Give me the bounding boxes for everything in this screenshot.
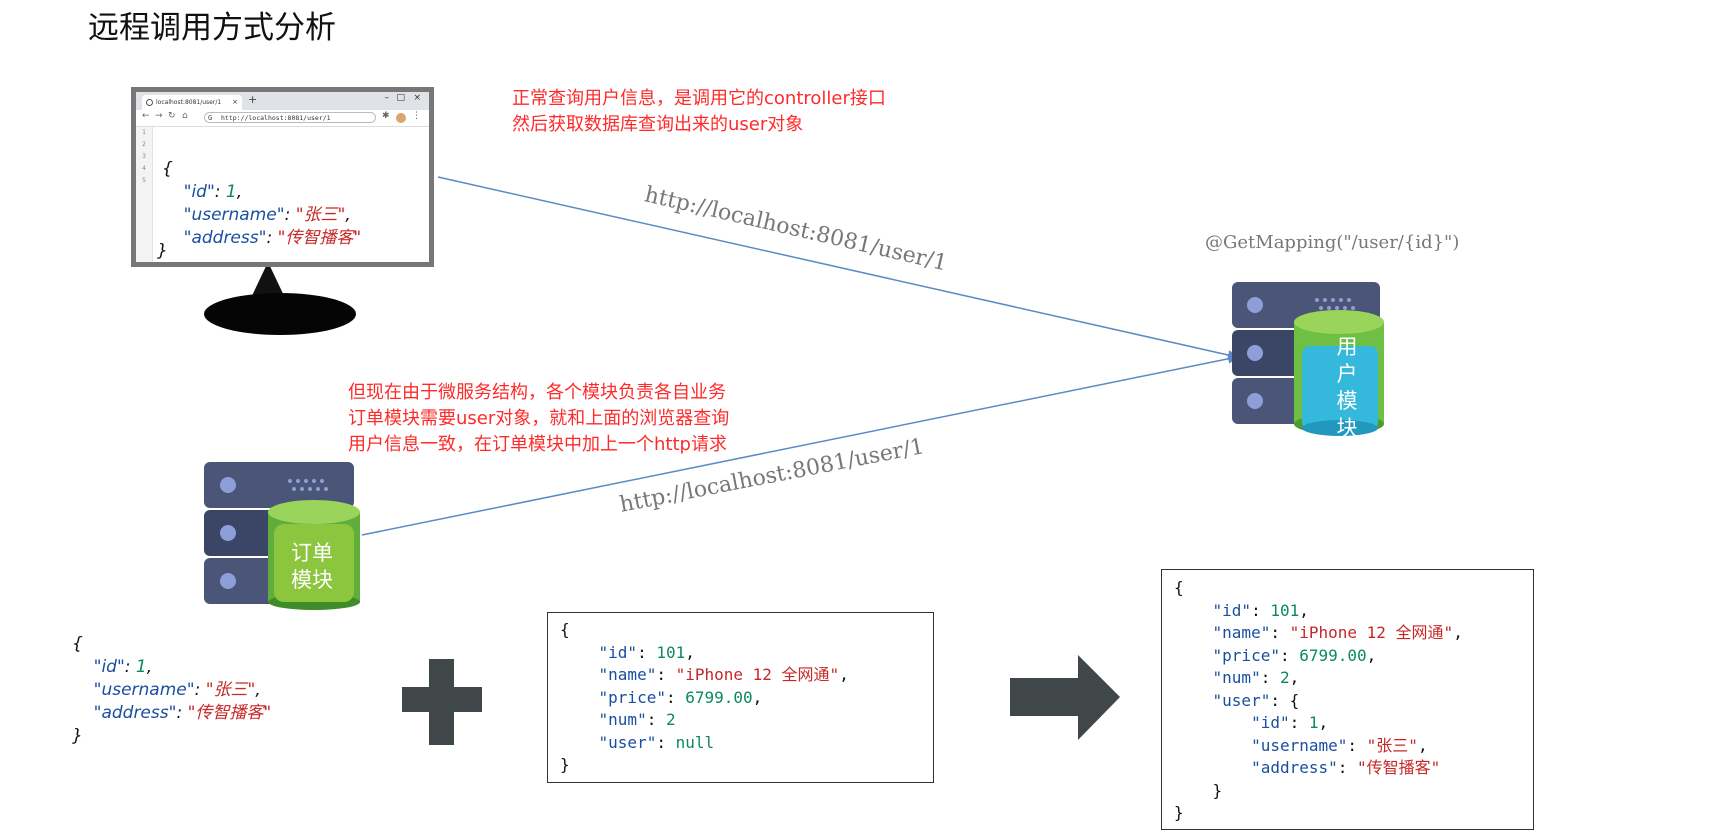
minimize-button[interactable]: –	[384, 93, 390, 103]
note-mid: 但现在由于微服务结构，各个模块负责各自业务 订单模块需要user对象，就和上面的…	[348, 380, 729, 458]
json-key: "num"	[1212, 668, 1261, 687]
json-key: "name"	[598, 665, 657, 684]
brace-close: }	[560, 755, 570, 774]
json-value: "iPhone 12 全网通"	[1289, 623, 1454, 642]
order-module-server	[204, 462, 360, 610]
maximize-button[interactable]: □	[396, 93, 405, 103]
json-value: "传智播客"	[187, 703, 272, 723]
result-arrow-icon	[1010, 655, 1120, 740]
brace-open: {	[162, 159, 173, 179]
json-key: "username"	[183, 205, 285, 225]
user-module-char: 模	[1336, 389, 1358, 413]
json-value: "传智播客"	[1357, 758, 1441, 777]
json-key: "id"	[1212, 600, 1252, 620]
brace-open: {	[72, 634, 83, 654]
json-key: "user"	[1212, 690, 1271, 710]
close-window-button[interactable]: ×	[413, 93, 421, 103]
browser-brace-close: }	[157, 241, 168, 261]
plus-icon-bar	[402, 687, 482, 712]
json-key: "price"	[1212, 645, 1280, 665]
json-value: 1	[1308, 713, 1319, 732]
browser-tab[interactable]: localhost:8081/user/1 ×	[142, 95, 242, 110]
json-key: "id"	[598, 642, 638, 662]
page-title: 远程调用方式分析	[88, 10, 336, 46]
order-to-user-arrow	[361, 353, 1238, 536]
reload-icon[interactable]: ↻	[168, 111, 176, 121]
json-key: "username"	[93, 680, 195, 700]
note-mid-line3: 用户信息一致，在订单模块中加上一个http请求	[348, 434, 727, 455]
json-key: "address"	[183, 228, 267, 248]
json-key: "user"	[598, 732, 657, 752]
brace-close: }	[72, 726, 83, 746]
json-value: "传智播客"	[277, 228, 362, 248]
json-value: null	[675, 732, 715, 752]
extensions-icon[interactable]: ✱	[382, 111, 390, 121]
json-value: "张三"	[205, 680, 256, 700]
line-gutter: 1 2 3 4 5	[136, 127, 153, 262]
avatar[interactable]	[396, 113, 406, 123]
note-mid-line1: 但现在由于微服务结构，各个模块负责各自业务	[348, 382, 726, 403]
user-module-char: 户	[1336, 362, 1358, 386]
order-module-line1: 订单	[291, 541, 333, 565]
browser-json: { "id": 1, "username": "张三", "address": …	[162, 159, 362, 248]
order-module-line2: 模块	[291, 568, 333, 592]
json-key: "price"	[598, 687, 666, 707]
get-mapping-label: @GetMapping("/user/{id}")	[1205, 232, 1460, 253]
result-json-box: { "id": 101, "name": "iPhone 12 全网通", "p…	[1161, 569, 1534, 830]
json-key: "id"	[93, 657, 125, 677]
note-mid-line2: 订单模块需要user对象，就和上面的浏览器查询	[348, 408, 730, 429]
note-top: 正常查询用户信息，是调用它的controller接口 然后获取数据库查询出来的u…	[512, 86, 886, 138]
json-value: "iPhone 12 全网通"	[675, 665, 840, 684]
user-module-label: 用 户 模 块	[1328, 334, 1366, 442]
note-top-line1: 正常查询用户信息，是调用它的controller接口	[512, 88, 886, 109]
home-icon[interactable]: ⌂	[182, 111, 188, 121]
json-key: "address"	[1251, 758, 1338, 777]
json-value: "张三"	[295, 205, 346, 225]
browser-to-user-arrow	[437, 176, 1238, 360]
json-value: 6799.00	[1299, 645, 1367, 665]
forward-icon[interactable]: →	[155, 111, 163, 121]
json-value: 101	[656, 642, 686, 662]
google-icon: G	[208, 114, 213, 122]
browser-tab-title: localhost:8081/user/1	[156, 99, 222, 106]
tab-close-icon[interactable]: ×	[232, 98, 238, 106]
brace-open: {	[1289, 690, 1300, 710]
back-icon[interactable]: ←	[142, 111, 150, 121]
user-module-char: 用	[1336, 335, 1358, 359]
brace-close: }	[1174, 803, 1184, 822]
json-key: "name"	[1212, 623, 1271, 642]
note-top-line2: 然后获取数据库查询出来的user对象	[512, 114, 804, 135]
user-json-block: { "id": 1, "username": "张三", "address": …	[72, 634, 272, 746]
order-module-label: 订单 模块	[282, 540, 342, 594]
browser-window: localhost:8081/user/1 × + – □ × ← → ↻ ⌂ …	[131, 87, 434, 267]
globe-icon	[146, 99, 153, 106]
json-value: "张三"	[1366, 735, 1418, 755]
brace-close: }	[1212, 780, 1223, 800]
json-key: "num"	[598, 710, 647, 729]
brace-open: {	[560, 620, 570, 639]
address-bar[interactable]: G http://localhost:8081/user/1	[204, 112, 376, 123]
json-key: "address"	[93, 703, 177, 723]
json-key: "id"	[183, 182, 215, 202]
menu-icon[interactable]: ⋮	[412, 111, 421, 121]
browser-tab-bar: localhost:8081/user/1 × + – □ ×	[136, 92, 429, 110]
address-text: http://localhost:8081/user/1	[221, 114, 331, 122]
json-value: 101	[1270, 600, 1300, 620]
monitor-base	[204, 293, 356, 335]
json-key: "id"	[1251, 713, 1290, 732]
order-json-box: { "id": 101, "name": "iPhone 12 全网通", "p…	[547, 612, 934, 783]
json-value: 6799.00	[685, 687, 753, 707]
json-value: 1	[135, 657, 147, 677]
browser-nav-bar: ← → ↻ ⌂ G http://localhost:8081/user/1 ✱…	[136, 110, 429, 127]
user-module-char: 块	[1336, 416, 1358, 440]
new-tab-button[interactable]: +	[248, 93, 258, 106]
json-value: 2	[665, 710, 676, 729]
json-value: 1	[225, 182, 237, 202]
json-value: 2	[1279, 668, 1290, 687]
user-module-server	[1232, 282, 1384, 436]
json-key: "username"	[1251, 735, 1348, 755]
brace-open: {	[1174, 578, 1184, 597]
